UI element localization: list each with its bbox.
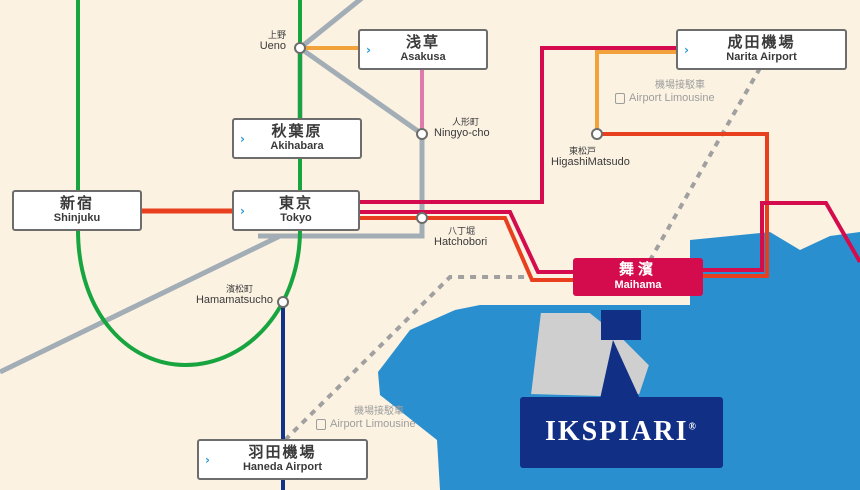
station-label-ningyocho[interactable]: 人形町 Ningyo-cho	[434, 117, 490, 139]
ikspiari-text: IKSPIARI	[544, 416, 689, 447]
station-name-en: Shinjuku	[53, 212, 101, 224]
station-box-tokyo[interactable]: › 東京 Tokyo	[232, 190, 360, 231]
ikspiari-pointer	[600, 340, 640, 399]
station-name-jp: 東京	[278, 195, 313, 212]
registered-mark: ®	[688, 421, 699, 433]
station-name-en: Narita Airport	[726, 51, 797, 63]
airport-limousine-label-haneda[interactable]: 機場接駁車 Airport Limousine	[316, 406, 416, 430]
grey-line-tohoku	[298, 0, 364, 50]
bus-icon	[615, 92, 625, 104]
yamanote-line	[76, 0, 302, 368]
narita-access-orange	[595, 50, 676, 132]
station-box-haneda[interactable]: › 羽田機場 Haneda Airport	[197, 439, 368, 480]
keiyo-line-east	[703, 201, 860, 272]
label-en: Ueno	[259, 40, 286, 52]
chevron-right-icon: ›	[366, 42, 371, 57]
keiyo-line-main-red	[360, 210, 573, 274]
bus-label-jp: 機場接駁車	[655, 80, 705, 91]
label-en: HigashiMatsudo	[551, 156, 630, 168]
station-label-higashimatsudo[interactable]: 東松戸 HigashiMatsudo	[551, 146, 630, 168]
bus-icon	[316, 418, 326, 430]
ikspiari-logo[interactable]: IKSPIARI®	[520, 397, 723, 468]
land-block	[601, 310, 641, 340]
station-dot-hamamatsucho	[277, 296, 289, 308]
station-dot-higashimatsudo	[591, 128, 603, 140]
station-box-maihama[interactable]: 舞濱 Maihama	[573, 258, 703, 296]
label-jp: 濱松町	[225, 284, 253, 294]
label-jp: 八丁堀	[448, 226, 476, 236]
station-name-jp: 成田機場	[727, 34, 796, 51]
station-label-ueno[interactable]: 上野 Ueno	[240, 30, 286, 52]
station-box-narita[interactable]: › 成田機場 Narita Airport	[676, 29, 847, 70]
label-jp: 上野	[267, 30, 286, 40]
keiyo-line-main-orange	[360, 216, 573, 282]
station-name-jp: 舞濱	[618, 261, 657, 278]
station-dot-ningyocho	[416, 128, 428, 140]
station-box-shinjuku[interactable]: 新宿 Shinjuku	[12, 190, 142, 231]
chevron-right-icon: ›	[684, 42, 689, 57]
station-name-jp: 新宿	[59, 195, 94, 212]
label-en: Hamamatsucho	[195, 294, 273, 306]
chevron-right-icon: ›	[205, 452, 210, 467]
label-en: Ningyo-cho	[434, 127, 490, 139]
grey-line-ueno-ningyocho	[298, 45, 424, 137]
station-name-jp: 羽田機場	[248, 444, 317, 461]
station-box-akihabara[interactable]: › 秋葉原 Akihabara	[232, 118, 362, 159]
airport-limousine-label-narita[interactable]: 機場接駁車 Airport Limousine	[615, 80, 715, 104]
station-name-en: Haneda Airport	[242, 461, 323, 473]
grey-line-tokaido	[0, 233, 282, 375]
bus-label-en: Airport Limousine	[629, 92, 715, 104]
station-dot-ueno	[294, 42, 306, 54]
station-name-en: Tokyo	[280, 212, 312, 224]
station-label-hamamatsucho[interactable]: 濱松町 Hamamatsucho	[183, 284, 273, 306]
station-name-jp: 浅草	[405, 34, 440, 51]
station-dot-hatchobori	[416, 212, 428, 224]
chevron-right-icon: ›	[240, 203, 245, 218]
label-jp: 東松戸	[569, 146, 597, 156]
bus-label-jp: 機場接駁車	[354, 406, 404, 417]
station-name-en: Asakusa	[400, 51, 446, 63]
label-jp: 人形町	[452, 117, 480, 127]
station-box-asakusa[interactable]: › 浅草 Asakusa	[358, 29, 488, 70]
chevron-right-icon: ›	[240, 131, 245, 146]
label-en: Hatchobori	[434, 236, 488, 248]
keiyo-line-upper	[360, 46, 676, 204]
bus-label-en: Airport Limousine	[330, 418, 416, 430]
bus-route-haneda	[283, 275, 530, 442]
station-name-en: Akihabara	[270, 140, 324, 152]
ikspiari-wordmark: IKSPIARI®	[520, 416, 723, 448]
station-name-en: Maihama	[614, 279, 662, 291]
station-label-hatchobori[interactable]: 八丁堀 Hatchobori	[434, 226, 487, 248]
station-name-jp: 秋葉原	[271, 123, 323, 140]
